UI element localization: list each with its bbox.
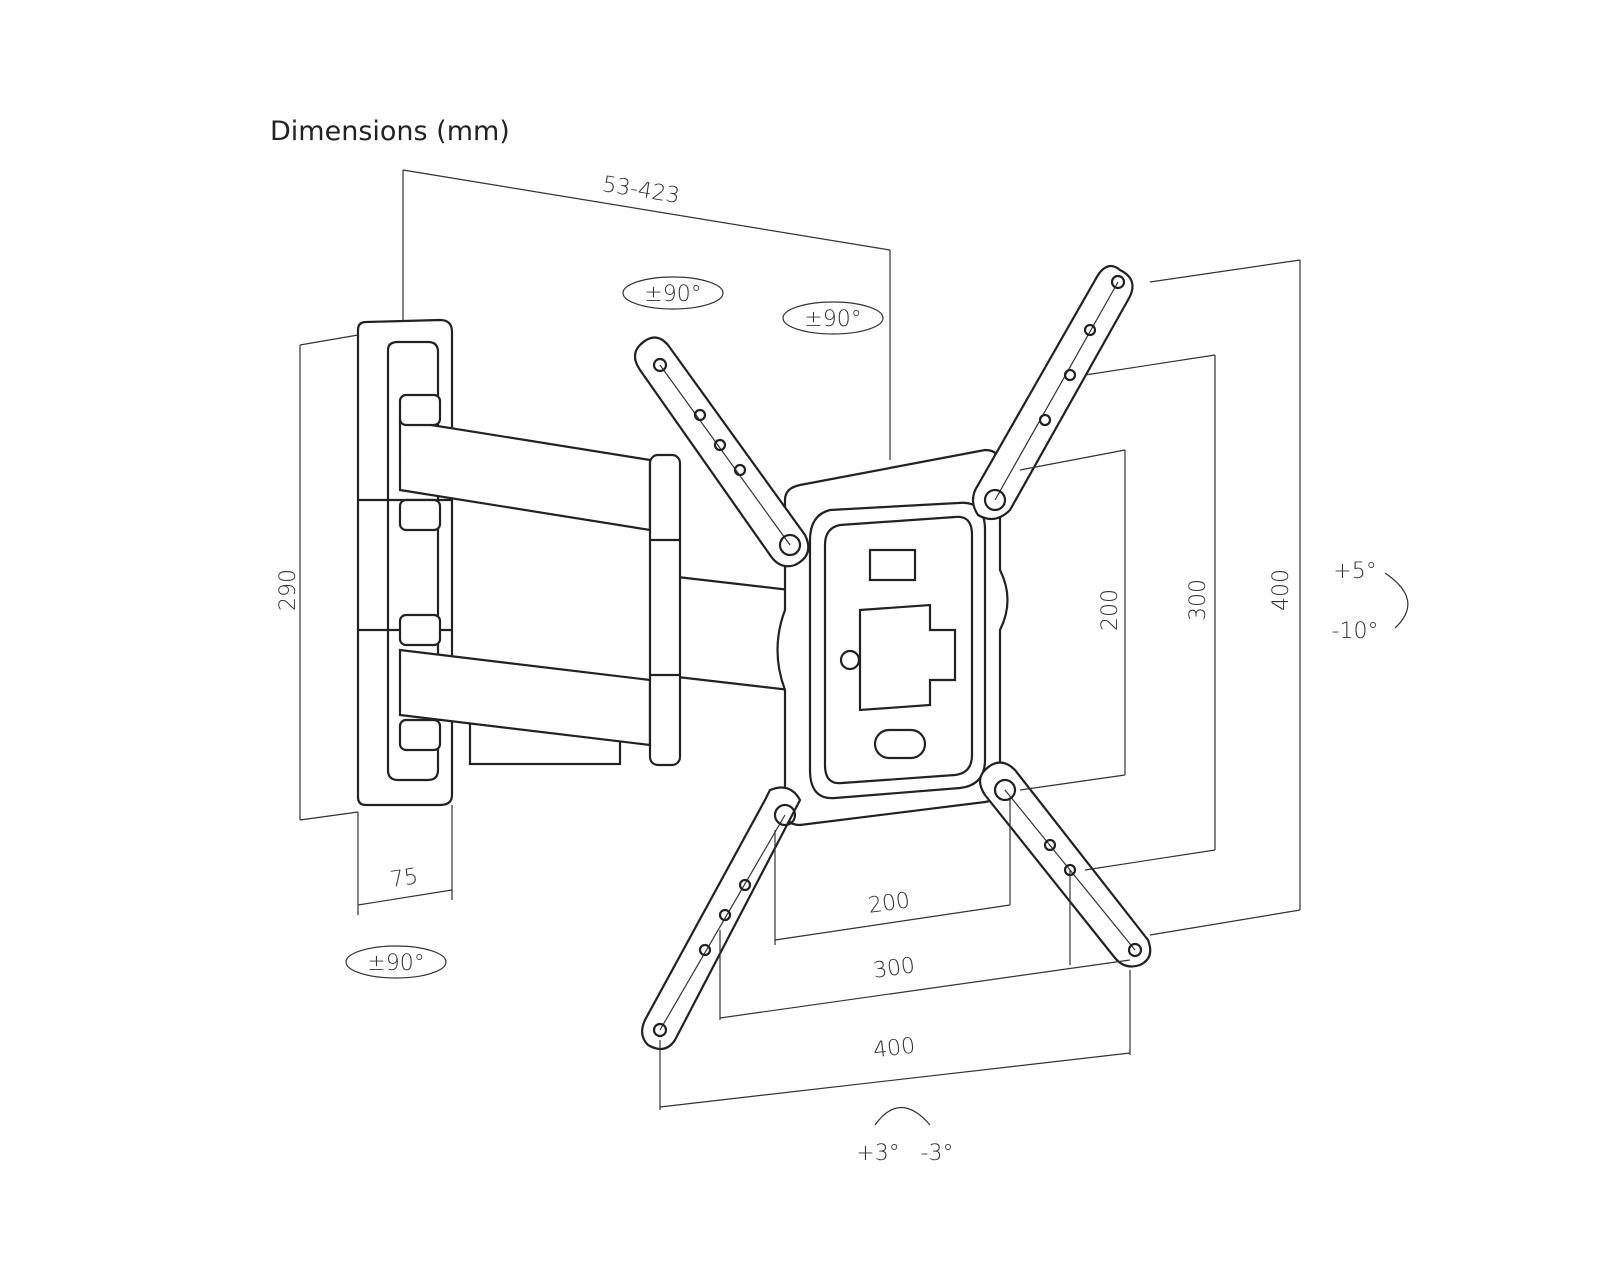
dim-vesa-h-200: 200 [867,888,912,919]
dim-vesa-h-300: 300 [872,953,917,984]
dim-wall-plate-height: 290 [276,569,301,611]
level-plus-label: +3° [856,1141,899,1166]
svg-text:±90°: ±90° [367,951,424,976]
level-adjust-indicator: +3° -3° [856,1107,954,1166]
dimension-lines [299,169,1301,1110]
swivel-indicator-top-right: ±90° [782,301,884,335]
dim-arm-extension: 53-423 [601,172,682,209]
articulating-arms [398,393,792,767]
dim-vesa-v-400: 400 [1269,569,1294,611]
tilt-down-label: -10° [1332,619,1379,644]
vesa-rail-top-left [633,336,810,568]
svg-text:±90°: ±90° [644,282,701,307]
tilt-up-label: +5° [1333,559,1376,584]
vesa-rail-top-right [971,264,1134,521]
swivel-indicator-top-left: ±90° [622,276,724,310]
dim-vesa-v-200: 200 [1098,589,1123,631]
svg-text:±90°: ±90° [804,307,861,332]
swivel-indicator-bottom: ±90° [345,945,447,979]
tilt-indicator: +5° -10° [1332,559,1409,644]
diagram-title: Dimensions (mm) [270,116,510,147]
dim-vesa-v-300: 300 [1186,579,1211,621]
dim-vesa-h-400: 400 [872,1034,917,1064]
level-minus-label: -3° [921,1141,954,1166]
vesa-rail-bottom-left [641,786,802,1051]
dim-wall-plate-depth: 75 [388,864,419,893]
